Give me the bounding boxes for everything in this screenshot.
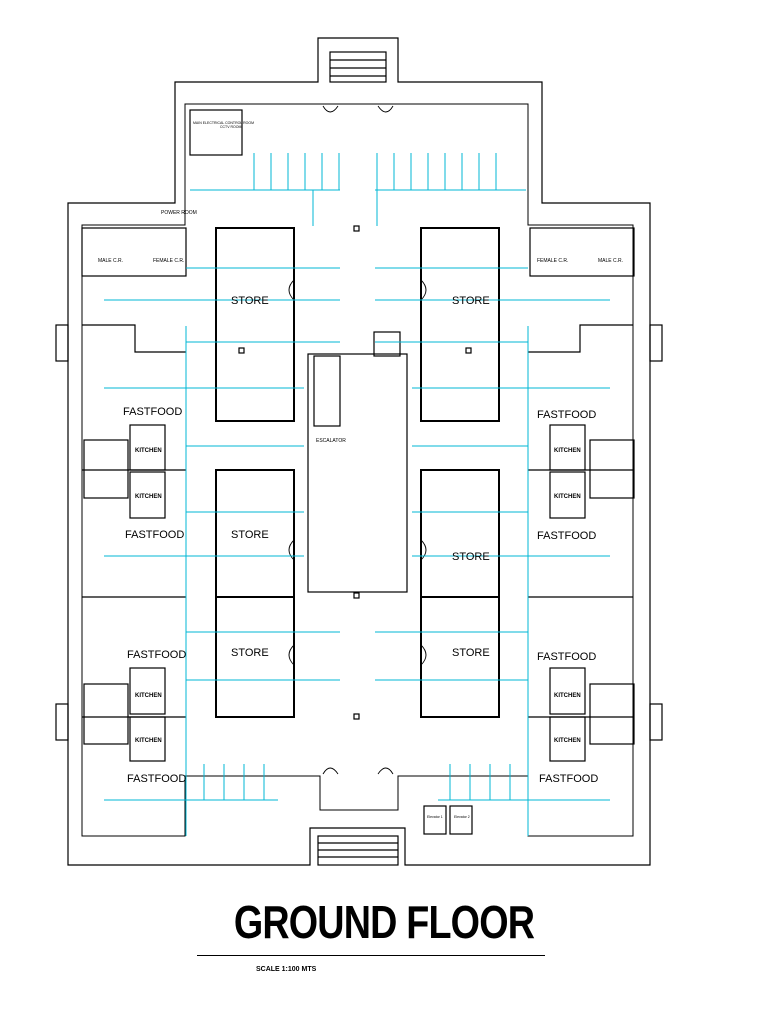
label-kitchen-2: KITCHEN	[135, 494, 162, 500]
label-male-cr-right: MALE C.R.	[598, 258, 623, 264]
door-arcs	[288, 105, 427, 775]
label-power-room: POWER ROOM	[161, 210, 197, 216]
label-store-2: STORE	[452, 295, 490, 307]
label-kitchen-8: KITCHEN	[554, 738, 581, 744]
label-kitchen-7: KITCHEN	[554, 693, 581, 699]
label-store-6: STORE	[452, 647, 490, 659]
label-kitchen-4: KITCHEN	[135, 738, 162, 744]
parking-lines	[104, 153, 610, 836]
scale-note: SCALE 1:100 MTS	[256, 966, 317, 973]
label-female-cr-right: FEMALE C.R.	[537, 258, 568, 264]
label-store-1: STORE	[231, 295, 269, 307]
label-elevator-1: Elevator 1	[427, 815, 443, 819]
label-fastfood-5: FASTFOOD	[127, 649, 186, 661]
label-fastfood-4: FASTFOOD	[537, 530, 596, 542]
page-title: GROUND FLOOR	[233, 896, 535, 948]
label-cctv-room: CCTV ROOM	[220, 125, 241, 129]
label-fastfood-2: FASTFOOD	[537, 409, 596, 421]
label-fastfood-3: FASTFOOD	[125, 529, 184, 541]
label-escalator: ESCALATOR	[316, 438, 346, 444]
label-elevator-2: Elevator 2	[454, 815, 470, 819]
label-female-cr-left: FEMALE C.R.	[153, 258, 184, 264]
label-store-4: STORE	[452, 551, 490, 563]
label-kitchen-5: KITCHEN	[554, 448, 581, 454]
label-main-electrical: MAIN ELECTRICAL CONTROL ROOM	[193, 121, 254, 125]
room-labels: MAIN ELECTRICAL CONTROL ROOM CCTV ROOM P…	[98, 121, 623, 819]
label-fastfood-8: FASTFOOD	[539, 773, 598, 785]
label-store-3: STORE	[231, 529, 269, 541]
label-fastfood-6: FASTFOOD	[537, 651, 596, 663]
label-kitchen-1: KITCHEN	[135, 448, 162, 454]
label-fastfood-1: FASTFOOD	[123, 406, 182, 418]
label-fastfood-7: FASTFOOD	[127, 773, 186, 785]
label-kitchen-6: KITCHEN	[554, 494, 581, 500]
title-underline	[197, 955, 545, 956]
label-male-cr-left: MALE C.R.	[98, 258, 123, 264]
walls	[55, 37, 663, 866]
label-kitchen-3: KITCHEN	[135, 693, 162, 699]
label-store-5: STORE	[231, 647, 269, 659]
